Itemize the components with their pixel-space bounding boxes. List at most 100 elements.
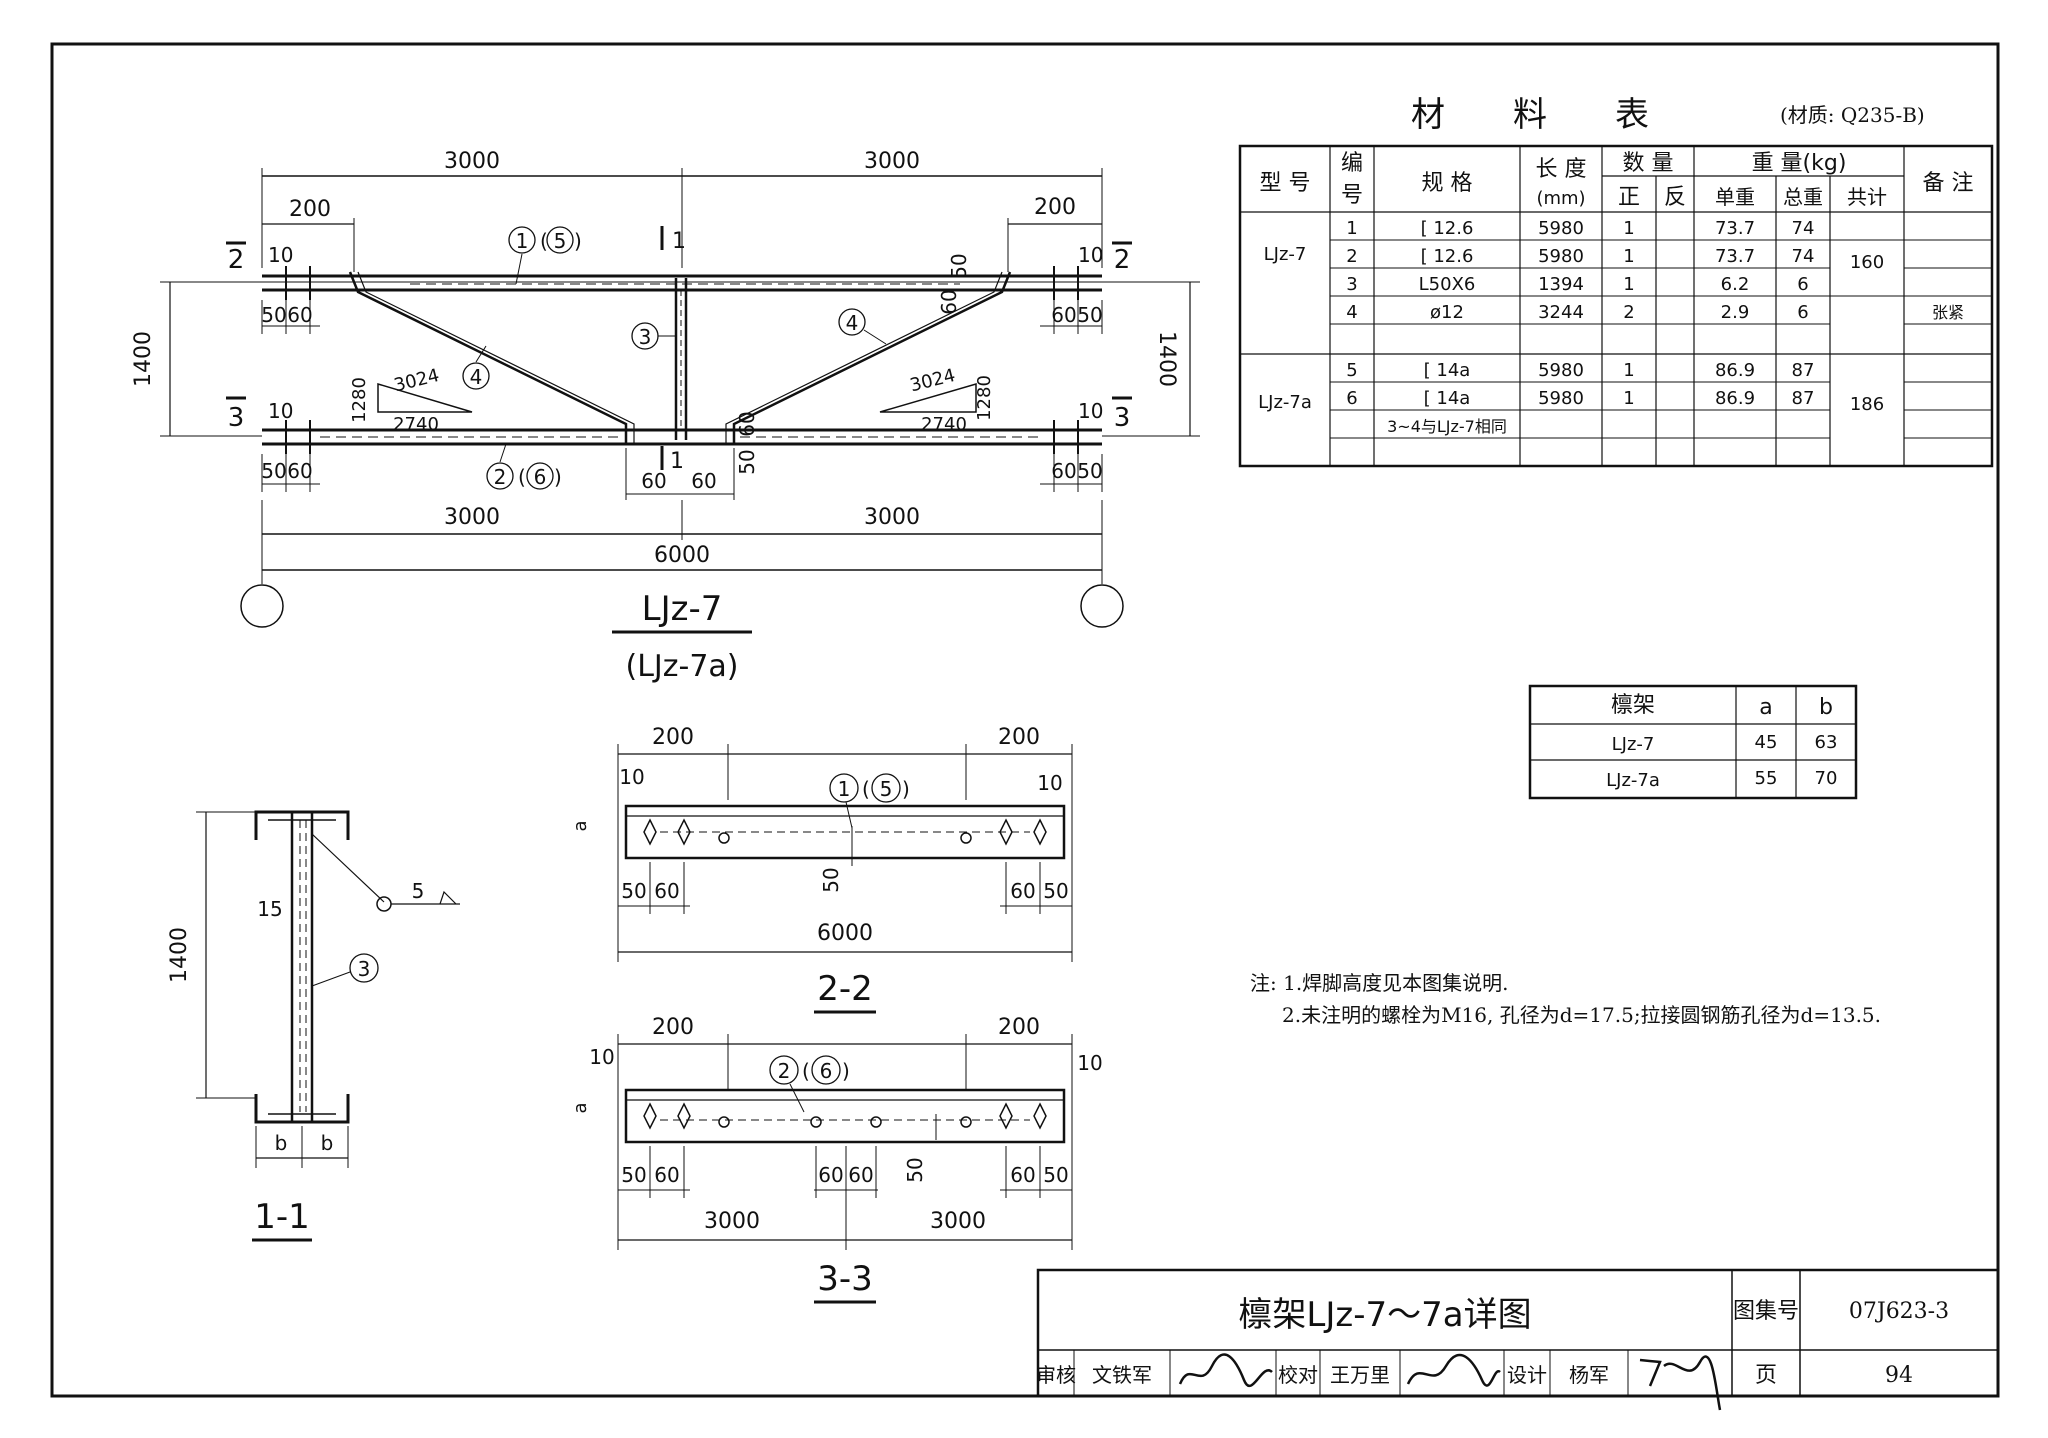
page-number: 94 (1885, 1363, 1913, 1388)
header-unit-weight: 单重 (1715, 185, 1755, 209)
group-type-ljz7a: LJz-7a (1258, 392, 1312, 413)
checker-signature (1406, 1353, 1501, 1387)
header-sum: 共计 (1847, 185, 1887, 209)
header-qty: 数 量 (1623, 151, 1674, 176)
material-table-title: 材 料 表 (1411, 95, 1649, 135)
svg-text:5980: 5980 (1538, 246, 1584, 267)
ab-table: 檩架 a b LJz-7 45 63 LJz-7a 55 70 (1528, 684, 1858, 800)
svg-text:6: 6 (1797, 302, 1808, 323)
svg-text:ø12: ø12 (1430, 302, 1464, 323)
header-length-2: (mm) (1536, 188, 1585, 209)
svg-text:73.7: 73.7 (1715, 246, 1755, 267)
svg-text:1: 1 (1623, 388, 1634, 409)
callout-part-3-main: 3 (639, 325, 652, 349)
header-length-1: 长 度 (1536, 157, 1587, 182)
table-row: LJz-7 45 63 (1612, 732, 1838, 755)
sec2-dim-60-left: 60 (654, 879, 679, 903)
svg-text:): ) (554, 465, 562, 489)
section-3-3-title: 3-3 (817, 1259, 873, 1299)
design-label: 设计 (1507, 1363, 1547, 1387)
svg-text:[ 12.6: [ 12.6 (1421, 246, 1474, 267)
reviewer-name: 文铁军 (1092, 1363, 1152, 1387)
svg-text:74: 74 (1792, 246, 1815, 267)
dim-60-vertical-bottom: 60 (735, 411, 759, 436)
checker-name: 王万里 (1330, 1363, 1390, 1387)
material-table: 材 料 表 (材质: Q235-B) 型 号 编 号 规 格 长 (1238, 95, 1994, 468)
review-label: 审核 (1036, 1363, 1076, 1387)
table-row: 1 [ 12.6 5980 1 73.7 74 (1346, 218, 1814, 239)
sec2-dim-6000: 6000 (817, 921, 873, 946)
atlas-no-label: 图集号 (1733, 1299, 1799, 1324)
dim-1280-right: 1280 (974, 375, 995, 421)
dim-50-vertical-top-right: 50 (947, 253, 971, 278)
callout-part-1-main: 1 (516, 229, 529, 253)
dim-10-right-top: 10 (1078, 243, 1103, 267)
dim-60-bottom-right: 60 (1051, 459, 1076, 483)
sec2-dim-10-left: 10 (619, 765, 644, 789)
sec3-dim-10-left: 10 (589, 1045, 614, 1069)
section-mark-3-left: 3 (228, 403, 245, 433)
sec3-dim-3000-right: 3000 (930, 1209, 986, 1234)
svg-text:1: 1 (1623, 246, 1634, 267)
sec2-dim-a: a (570, 820, 591, 831)
dim-60-center-right: 60 (691, 469, 716, 493)
dim-60-bottom-left: 60 (287, 459, 312, 483)
dim-60-top-left: 60 (287, 303, 312, 327)
svg-text:1: 1 (1623, 274, 1634, 295)
sec3-dim-3000-left: 3000 (704, 1209, 760, 1234)
svg-text:74: 74 (1792, 218, 1815, 239)
svg-text:86.9: 86.9 (1715, 360, 1755, 381)
designer-name: 杨军 (1569, 1363, 1609, 1387)
header-total-weight: 总重 (1783, 185, 1823, 209)
sec2-callout-part-1: 1 (838, 777, 851, 801)
dim-50-top-left: 50 (261, 303, 286, 327)
dim-2740-left: 2740 (393, 414, 439, 435)
svg-text:(: ( (802, 1059, 810, 1083)
group-type-ljz7: LJz-7 (1264, 244, 1307, 265)
dim-2740-right: 2740 (921, 414, 967, 435)
table-row: 4 ø12 3244 2 2.9 6 张紧 (1346, 302, 1964, 323)
sec1-dim-1400: 1400 (167, 927, 192, 983)
section-mark-1-bottom: 1 (670, 449, 684, 474)
main-view-subtitle: (LJz-7a) (625, 649, 738, 684)
main-elevation: 3000 3000 200 200 2 2 10 10 1400 14 (131, 149, 1200, 684)
page-label: 页 (1755, 1363, 1777, 1388)
header-no-1: 编 (1341, 151, 1363, 176)
designer-signature (1639, 1355, 1722, 1411)
dim-10-right-bottom: 10 (1078, 399, 1103, 423)
sec2-callout-part-5: 5 (880, 777, 893, 801)
dim-3000-bottom-left: 3000 (444, 505, 500, 530)
sec2-dim-50-left: 50 (621, 879, 646, 903)
main-view-title: LJz-7 (642, 589, 723, 629)
svg-text:(: ( (862, 777, 870, 801)
svg-text:2: 2 (1346, 246, 1357, 267)
check-label: 校对 (1278, 1363, 1318, 1387)
section-mark-3-right: 3 (1114, 403, 1131, 433)
svg-text:(: ( (540, 229, 548, 253)
svg-text:1394: 1394 (1538, 274, 1584, 295)
note-line-1: 注: 1.焊脚高度见本图集说明. (1250, 971, 1509, 995)
header-no-2: 号 (1341, 183, 1363, 208)
sec1-callout-part-3: 3 (358, 957, 371, 981)
sec1-dim-15: 15 (257, 897, 282, 921)
sec1-dim-b-left: b (275, 1131, 288, 1155)
ab-header-a: a (1759, 695, 1772, 720)
sec3-dim-50-center: 50 (903, 1157, 927, 1182)
svg-text:63: 63 (1815, 732, 1838, 753)
dim-50-bottom-left: 50 (261, 459, 286, 483)
sheet-border (50, 42, 2000, 1398)
svg-text:1: 1 (1346, 218, 1357, 239)
section-2-2-title: 2-2 (817, 969, 873, 1009)
sec3-dim-a: a (570, 1102, 591, 1113)
callout-part-5-main: 5 (554, 229, 567, 253)
svg-text:6: 6 (1346, 388, 1357, 409)
svg-text:6: 6 (1797, 274, 1808, 295)
ab-header-frame: 檩架 (1611, 693, 1655, 718)
section-1-1-title: 1-1 (254, 1197, 310, 1237)
section-mark-2-right: 2 (1114, 245, 1131, 275)
dim-50-vertical-bottom: 50 (735, 449, 759, 474)
svg-text:86.9: 86.9 (1715, 388, 1755, 409)
svg-text:73.7: 73.7 (1715, 218, 1755, 239)
note-line-2: 2.未注明的螺栓为M16, 孔径为d=17.5;拉接圆钢筋孔径为d=13.5. (1282, 1003, 1881, 1027)
